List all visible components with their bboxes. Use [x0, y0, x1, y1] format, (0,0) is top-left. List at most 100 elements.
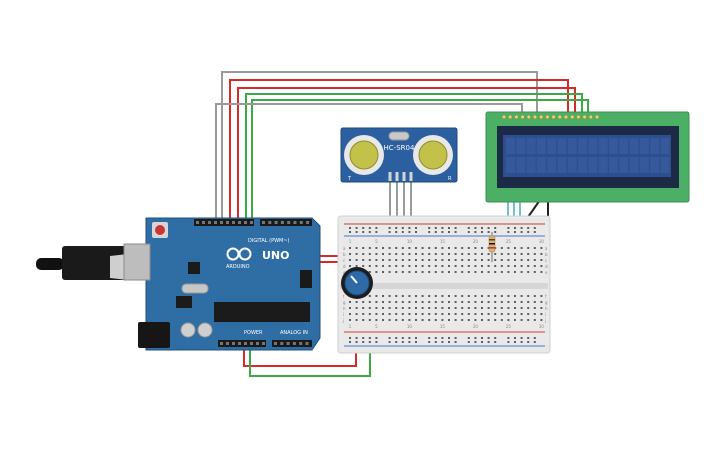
- usb-port: [123, 243, 151, 281]
- breadboard-column-label: 20: [473, 324, 479, 329]
- breadboard-hole: [441, 313, 444, 315]
- breadboard-hole: [454, 247, 457, 249]
- breadboard-hole: [533, 265, 536, 267]
- breadboard-hole: [434, 301, 437, 303]
- breadboard-hole: [540, 271, 543, 273]
- breadboard-hole: [467, 259, 470, 261]
- breadboard-hole: [494, 295, 497, 297]
- breadboard-hole: [448, 231, 450, 233]
- header-pin: [250, 221, 253, 224]
- breadboard-hole: [421, 301, 424, 303]
- wire-green-lcd-2: [251, 99, 589, 222]
- lcd-pin: [508, 114, 513, 120]
- breadboard-hole: [467, 337, 470, 339]
- breadboard-row-label: g: [545, 300, 548, 305]
- breadboard-hole: [441, 247, 444, 249]
- header-pin: [250, 342, 253, 345]
- breadboard-hole: [368, 227, 371, 229]
- breadboard-hole: [454, 313, 457, 315]
- breadboard-hole: [401, 341, 404, 343]
- breadboard-hole: [388, 313, 391, 315]
- breadboard-hole: [355, 337, 358, 339]
- breadboard-hole: [375, 227, 378, 229]
- breadboard-hole: [388, 259, 391, 261]
- potentiometer[interactable]: [341, 267, 373, 299]
- breadboard-row-label: d: [545, 264, 548, 269]
- analog-header-label: ANALOG IN: [280, 330, 308, 336]
- breadboard-hole: [415, 271, 417, 273]
- breadboard-hole: [500, 253, 503, 255]
- wire-green-lcd-1: [245, 93, 583, 222]
- breadboard-hole: [481, 259, 483, 261]
- lcd-character-cell: [660, 138, 670, 154]
- breadboard-hole: [507, 265, 510, 267]
- breadboard-hole: [388, 301, 391, 303]
- usb-cable: [36, 258, 64, 270]
- breadboard-hole: [448, 265, 450, 267]
- breadboard-hole: [395, 227, 398, 229]
- breadboard-hole: [467, 231, 470, 233]
- breadboard-column-label: 10: [407, 324, 413, 329]
- breadboard-hole: [375, 231, 378, 233]
- breadboard-hole: [434, 341, 437, 343]
- breadboard-hole: [500, 295, 503, 297]
- breadboard-hole: [520, 259, 523, 261]
- breadboard-hole: [349, 253, 351, 255]
- breadboard-hole: [500, 319, 503, 321]
- breadboard-hole: [467, 247, 470, 249]
- header-pin: [238, 221, 241, 224]
- breadboard-hole: [428, 253, 431, 255]
- breadboard-hole: [441, 301, 444, 303]
- breadboard-hole: [461, 301, 464, 303]
- breadboard-hole: [487, 307, 490, 309]
- breadboard-hole: [454, 319, 457, 321]
- breadboard-hole: [408, 337, 411, 339]
- breadboard-hole: [401, 265, 404, 267]
- arduino-header-pins: [196, 221, 310, 345]
- breadboard-hole: [362, 301, 365, 303]
- breadboard-hole: [520, 271, 523, 273]
- breadboard-hole: [382, 319, 384, 321]
- breadboard-hole: [481, 319, 483, 321]
- breadboard-hole: [434, 295, 437, 297]
- breadboard-hole: [375, 301, 378, 303]
- breadboard-hole: [375, 271, 378, 273]
- breadboard-hole: [514, 247, 516, 249]
- reset-button-cap[interactable]: [155, 225, 165, 235]
- breadboard-hole: [481, 227, 483, 229]
- lcd-character-cell: [650, 138, 660, 154]
- breadboard-hole: [441, 231, 444, 233]
- atmega-chip: [214, 302, 310, 322]
- breadboard-hole: [415, 307, 417, 309]
- breadboard-row-label: b: [545, 252, 548, 257]
- breadboard-hole: [388, 227, 391, 229]
- header-pin: [299, 342, 303, 345]
- breadboard-hole: [388, 341, 391, 343]
- breadboard-hole: [415, 265, 417, 267]
- breadboard-hole: [421, 265, 424, 267]
- breadboard-hole: [520, 247, 523, 249]
- breadboard-hole: [461, 313, 464, 315]
- breadboard-hole: [415, 313, 417, 315]
- header-pin: [268, 221, 272, 224]
- breadboard-hole: [382, 295, 384, 297]
- lcd-pin: [576, 114, 581, 120]
- capacitor-1: [180, 322, 196, 338]
- breadboard-hole: [388, 295, 391, 297]
- breadboard-hole: [487, 301, 490, 303]
- lcd-character-cell: [567, 157, 577, 173]
- lcd-character-cell: [619, 157, 629, 173]
- breadboard-hole: [375, 253, 378, 255]
- breadboard-hole: [368, 307, 371, 309]
- lcd-character-cell: [516, 138, 526, 154]
- breadboard-hole: [527, 301, 530, 303]
- breadboard-hole: [500, 271, 503, 273]
- breadboard-hole: [467, 307, 470, 309]
- header-pin: [232, 221, 235, 224]
- breadboard-hole: [401, 227, 404, 229]
- breadboard-hole: [415, 295, 417, 297]
- breadboard-hole: [408, 259, 411, 261]
- breadboard-hole: [474, 227, 477, 229]
- breadboard-hole: [481, 301, 483, 303]
